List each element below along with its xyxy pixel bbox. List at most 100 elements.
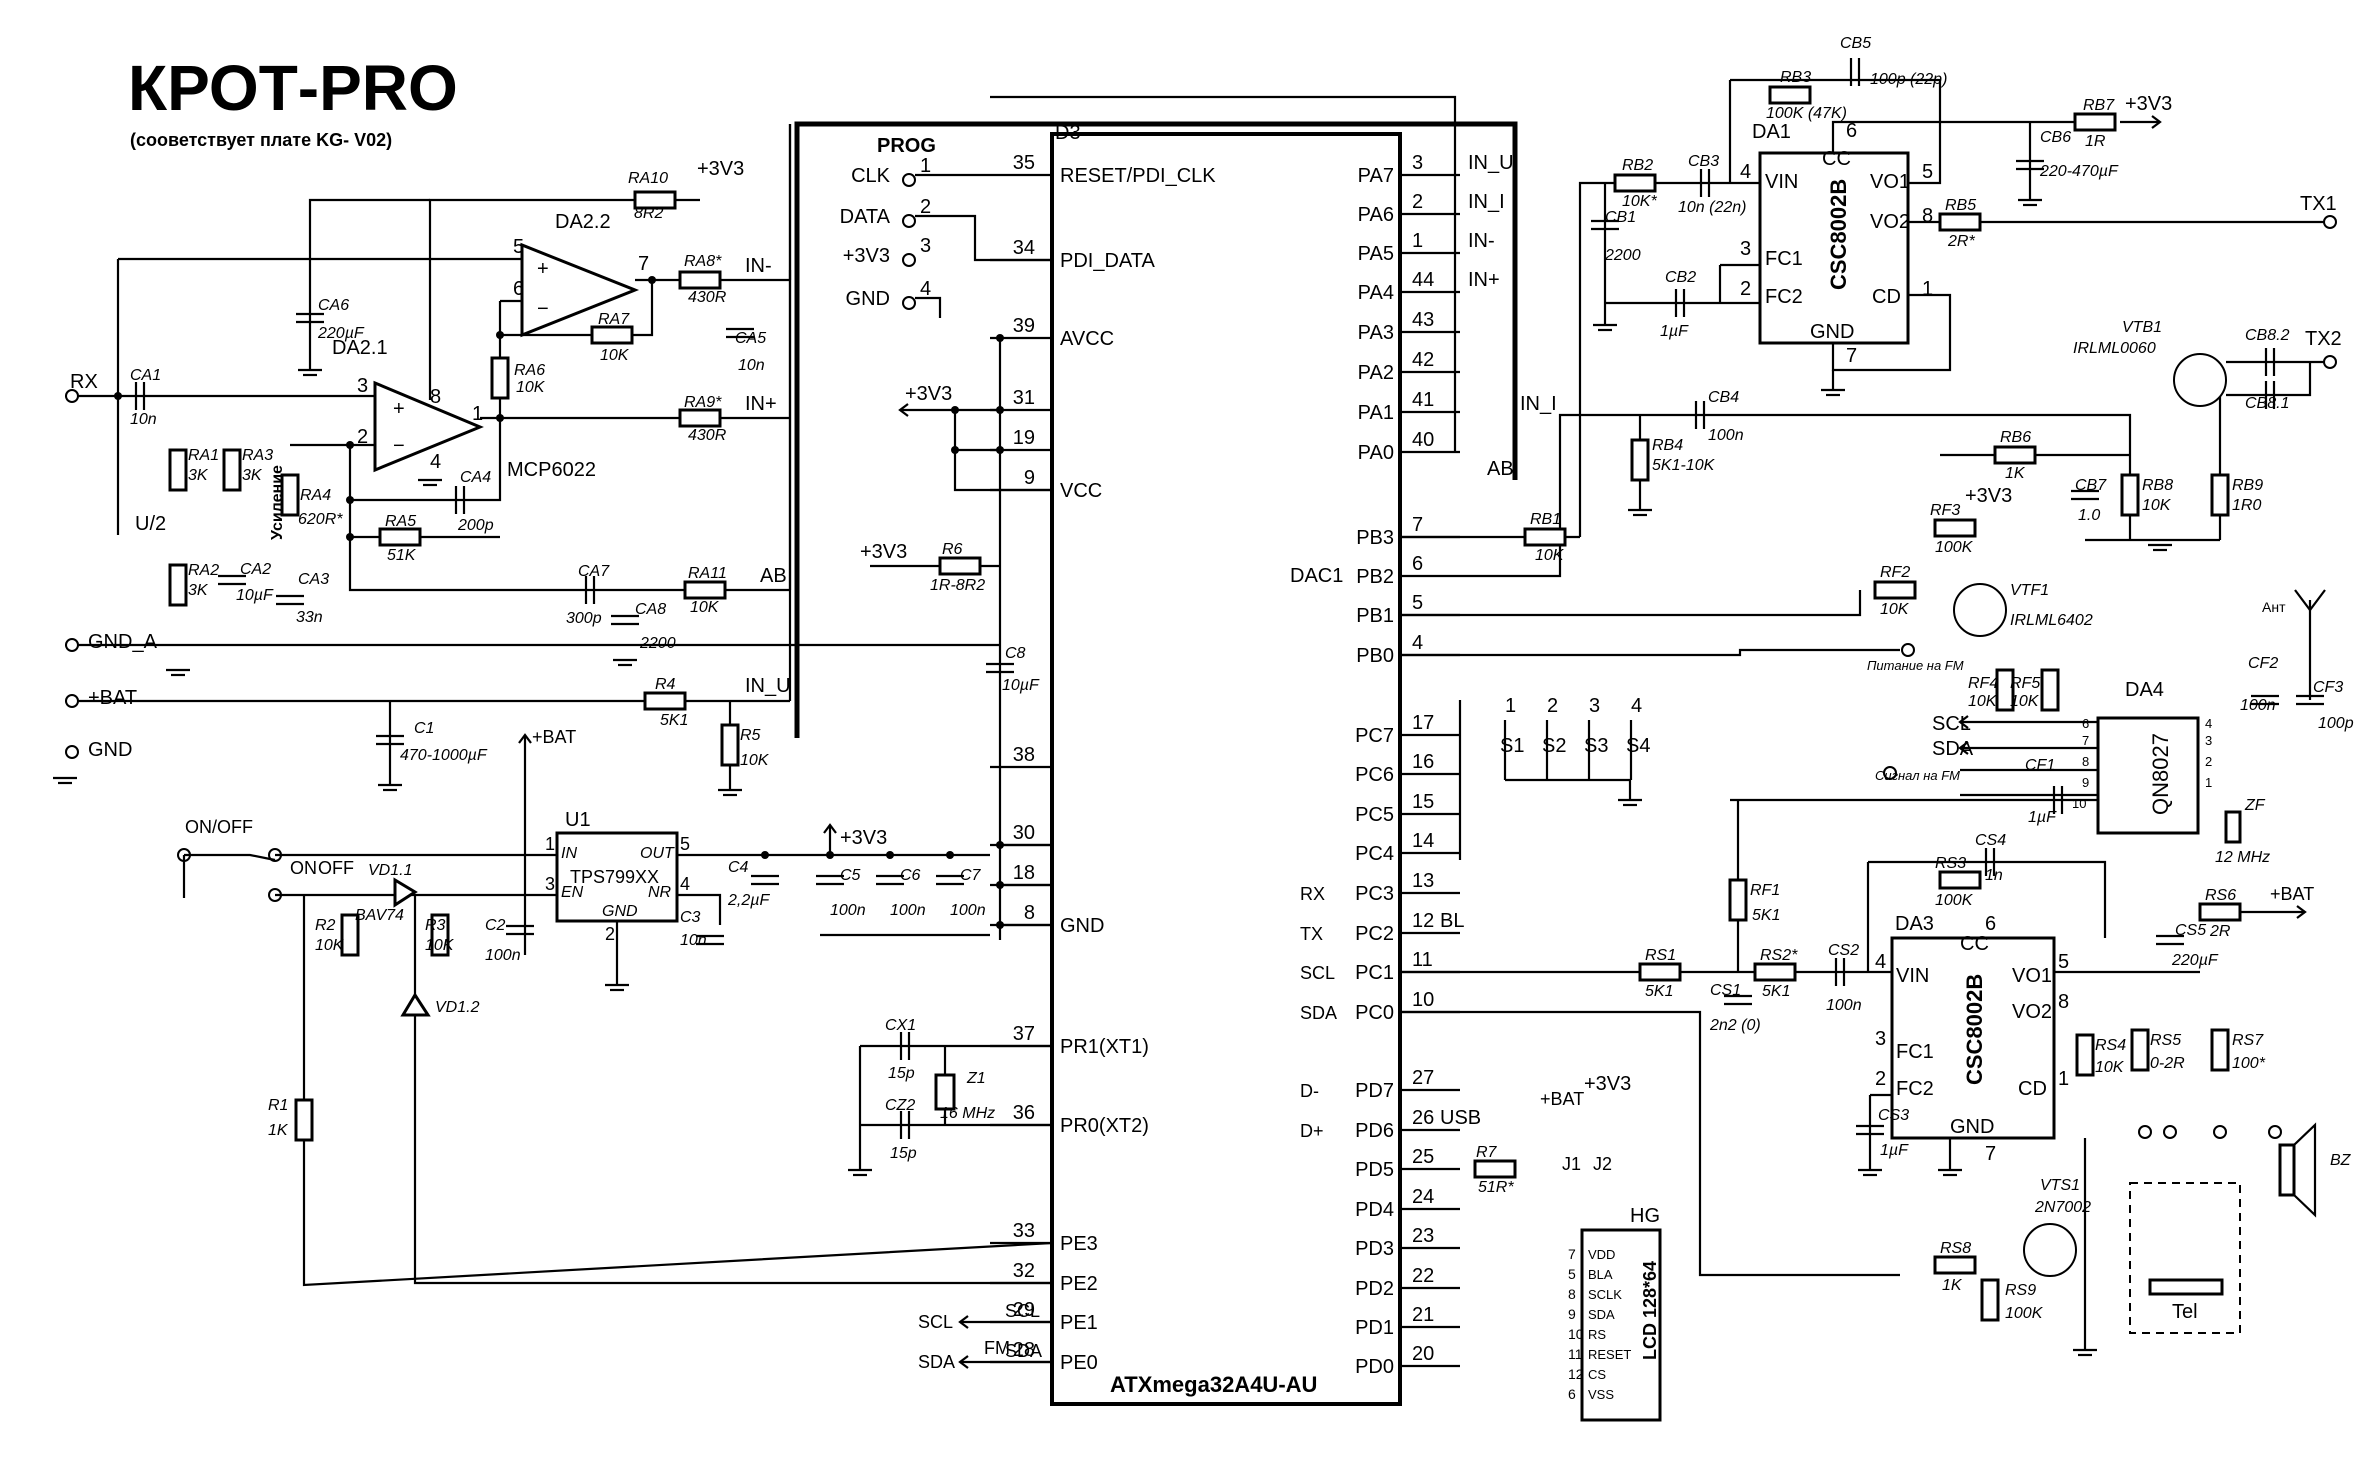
- mcu-pin-number: 38: [1013, 744, 1035, 766]
- component-ref: CB8.2: [2245, 327, 2290, 344]
- prog-gnd-wire: [915, 296, 942, 318]
- switch-name: S2: [1542, 735, 1566, 757]
- lcd-pin-name: RS: [1588, 1327, 1606, 1342]
- component-value: 10µF: [1002, 677, 1040, 694]
- component-ref: CB1: [1605, 209, 1636, 226]
- component-value: 10K: [2142, 497, 2172, 514]
- lcd-pin-name: SDA: [1588, 1307, 1615, 1322]
- resistor-r5: [720, 723, 740, 767]
- tel-box: [2129, 1182, 2241, 1334]
- amp3-pin-number: 6: [1985, 913, 1996, 935]
- mcu-pin-name: PC7: [1355, 725, 1394, 747]
- component-value: 430R: [688, 289, 727, 306]
- mcu-pin-name: PA6: [1358, 204, 1394, 226]
- switch-name: S1: [1500, 735, 1524, 757]
- mcu-pin-number: 5: [1412, 592, 1423, 614]
- switch-pin-number: 1: [1505, 695, 1516, 717]
- resistor-rf2: [1873, 580, 1917, 600]
- component-value: IRLML6402: [2010, 612, 2093, 629]
- reg-pin: 2: [605, 924, 615, 944]
- arrow: [1958, 715, 1969, 729]
- opamp-pin: 4: [430, 451, 441, 473]
- mosfet-vtf1: [1953, 583, 2007, 637]
- net-label: SCL: [918, 1312, 953, 1332]
- component-value: 1µF: [2028, 809, 2057, 826]
- component-ref: RF5: [2010, 675, 2040, 692]
- mcu-pin-number: 13: [1412, 870, 1434, 892]
- amp1-pin-name: CC: [1822, 148, 1851, 170]
- net-label: +BAT: [2270, 884, 2314, 904]
- mcu-side-label: D-: [1300, 1081, 1319, 1101]
- switch-on-off: [184, 853, 276, 862]
- component-ref: CA7: [578, 563, 610, 580]
- net-label: GND_A: [88, 631, 158, 653]
- fm-pin-number: 10: [2072, 796, 2086, 811]
- reg-pin-name: OUT: [640, 845, 675, 862]
- component-value: 2,2µF: [727, 892, 770, 909]
- lcd-part: LCD 128*64: [1640, 1261, 1660, 1360]
- mcu-pin-name: VCC: [1060, 480, 1102, 502]
- amp1-pin-number: 7: [1846, 345, 1857, 367]
- resistor-r1: [294, 1098, 314, 1142]
- component-ref: CA1: [130, 367, 161, 384]
- mcu-pin-name: PE0: [1060, 1352, 1098, 1374]
- component-value: BAV74: [355, 907, 404, 924]
- prog-pin-number: 3: [920, 235, 931, 257]
- component-value: 100K: [1935, 539, 1974, 556]
- component-ref: RB6: [2000, 429, 2031, 446]
- component-ref: CF2: [2248, 655, 2278, 672]
- opamp-da22: [520, 242, 640, 338]
- amp3-pin-number: 1: [2058, 1068, 2069, 1090]
- pb2-dac: [1460, 413, 2060, 578]
- mcu-pin-name: PD0: [1355, 1356, 1394, 1378]
- amp3-pin-number: 2: [1875, 1068, 1886, 1090]
- lcd-pin-number: 12: [1568, 1366, 1584, 1382]
- component-ref: CB5: [1840, 35, 1871, 52]
- terminal: [2323, 355, 2337, 369]
- mcu-pin-number: 29: [1013, 1299, 1035, 1321]
- arrow: [958, 1355, 969, 1369]
- resistor-rs8: [1933, 1255, 1977, 1275]
- crystal-z1: [934, 1073, 956, 1111]
- component-ref: VTB1: [2122, 319, 2162, 336]
- net-label: +3V3: [1965, 485, 2012, 507]
- component-value: 16 MHz: [940, 1105, 995, 1122]
- switch-gnd: [1505, 778, 1632, 800]
- component-value: 10n: [680, 932, 707, 949]
- mcu-side-label: D+: [1300, 1121, 1324, 1141]
- opamp-a-ref: DA2.1: [332, 337, 388, 359]
- mcu-pin-number: 2: [1412, 191, 1423, 213]
- component-ref: CS5: [2175, 922, 2206, 939]
- opamp-pin: 6: [513, 278, 524, 300]
- fm-pin-number: 8: [2082, 754, 2089, 769]
- resistor-rs3: [1938, 870, 1982, 890]
- resistor-rs9: [1980, 1278, 2000, 1322]
- component-value: 2R*: [1947, 233, 1975, 250]
- component-ref: R1: [268, 1097, 288, 1114]
- fm-pin-number: 4: [2205, 716, 2212, 731]
- resistor-rs2: [1753, 962, 1797, 982]
- antenna-symbol: [2294, 589, 2326, 612]
- mcu-pin-name: PD2: [1355, 1278, 1394, 1300]
- component-value: 15p: [890, 1145, 917, 1162]
- terminal: [2163, 1125, 2177, 1139]
- component-value: 100n: [890, 902, 926, 919]
- opamp-sign: +: [537, 258, 549, 280]
- mcu-pin-number: 37: [1013, 1023, 1035, 1045]
- lcd-pin-name: VDD: [1588, 1247, 1615, 1262]
- net-label: GND: [88, 739, 132, 761]
- switch-pin-number: 4: [1631, 695, 1642, 717]
- component-ref: CA8: [635, 601, 666, 618]
- resistor-rb3: [1768, 85, 1812, 105]
- mcu-pin-number: 3: [1412, 152, 1423, 174]
- resistor-rb4: [1630, 438, 1650, 482]
- resistor-rs4: [2075, 1033, 2095, 1077]
- lcd-ref: HG: [1630, 1205, 1660, 1227]
- component-value: 10K: [600, 347, 630, 364]
- component-ref: RS7: [2232, 1032, 2264, 1049]
- amp1-pin-name: FC2: [1765, 286, 1803, 308]
- net-label: +3V3: [697, 158, 744, 180]
- mcu-pin-name: PR0(XT2): [1060, 1115, 1149, 1137]
- mcu-pin-net: USB: [1440, 1107, 1481, 1129]
- component-value: 1R-8R2: [930, 577, 985, 594]
